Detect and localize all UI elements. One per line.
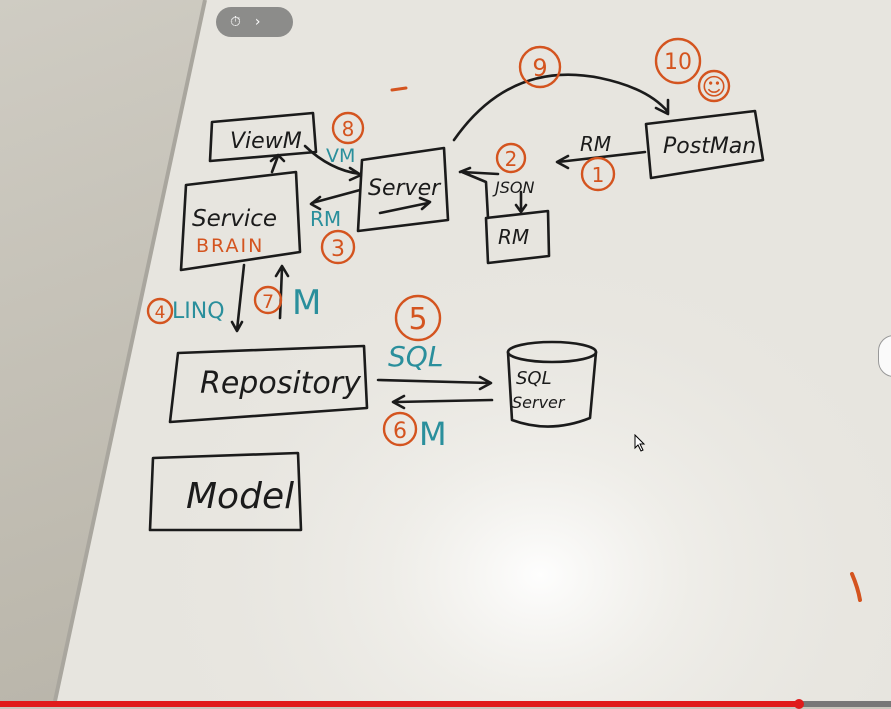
m-return-arrow (391, 394, 494, 410)
rm-return-arrow (309, 188, 362, 211)
step-1-circle (580, 156, 616, 192)
json-to-rm-arrow (514, 190, 528, 214)
server-inner-arrow (378, 196, 432, 215)
json-label: JSON (492, 178, 534, 197)
step-9: 9 (532, 54, 547, 82)
video-progress-handle[interactable] (794, 699, 805, 709)
model-box (148, 451, 303, 532)
json-bracket (458, 166, 500, 220)
orange-marker-smudge (850, 572, 862, 602)
repository-box (168, 344, 369, 424)
step-5-circle (394, 294, 442, 342)
step-3: 3 (331, 237, 345, 262)
repository-label: Repository (200, 366, 362, 401)
step-4-circle (146, 297, 174, 325)
board-edge (53, 0, 207, 702)
m-service-label: M (292, 283, 321, 323)
mouse-cursor-icon (634, 434, 646, 452)
step-7-circle (253, 285, 283, 315)
step-6: 6 (393, 419, 407, 444)
step-3-circle (320, 229, 356, 265)
step-10: 10 (664, 50, 692, 75)
vm-label: VM (326, 145, 355, 167)
postman-box (644, 109, 765, 180)
step-6-circle (382, 411, 418, 447)
rm-box (484, 209, 551, 265)
step-2: 2 (505, 147, 518, 171)
linq-down-arrow (230, 263, 246, 333)
m-up-arrow (274, 264, 290, 320)
step-5: 5 (408, 302, 427, 337)
service-label: Service (192, 206, 277, 232)
step-2-circle (495, 142, 527, 174)
step-4: 4 (155, 303, 166, 323)
sql-server-label-line1: SQL (516, 368, 552, 389)
smiley-circle (697, 69, 731, 103)
postman-to-server-arrow (555, 150, 647, 170)
video-progress-fill (0, 701, 800, 707)
step-7: 7 (262, 291, 274, 313)
step-1: 1 (592, 163, 605, 187)
video-progress-bar[interactable] (0, 699, 891, 709)
player-controls: ⏱ › (216, 7, 293, 37)
step-9-circle (518, 45, 562, 89)
model-label: Model (186, 476, 294, 517)
sql-server-label-line2: Server (512, 393, 566, 412)
vm-arrow (303, 144, 363, 182)
step-8-circle (331, 111, 365, 145)
step-10-circle (654, 37, 702, 85)
brain-label: BRAIN (196, 235, 264, 257)
sql-label: SQL (388, 340, 443, 373)
step-8: 8 (342, 117, 355, 141)
sql-server-cylinder (506, 340, 598, 428)
postman-label: PostMan (663, 134, 756, 159)
smiley-icon: ☺ (701, 73, 726, 101)
server-box (356, 146, 450, 233)
playback-speed-icon[interactable]: ⏱ (230, 14, 241, 30)
m-db-label: M (419, 415, 447, 453)
sql-arrow (376, 375, 493, 391)
server-label: Server (368, 176, 442, 201)
rm-postman-label: RM (580, 132, 611, 156)
viewm-label: ViewM (230, 129, 302, 154)
viewm-box (208, 111, 318, 163)
rm-box-label: RM (498, 225, 529, 249)
chevron-right-icon[interactable]: › (254, 14, 261, 30)
service-box (179, 170, 302, 272)
orange-mark (390, 86, 408, 92)
server-to-postman-arrow (452, 73, 670, 142)
service-to-viewm-arrow (269, 153, 286, 174)
board-glare (55, 0, 891, 701)
rm-server-label: RM (310, 207, 341, 231)
linq-label: LINQ (172, 299, 225, 324)
